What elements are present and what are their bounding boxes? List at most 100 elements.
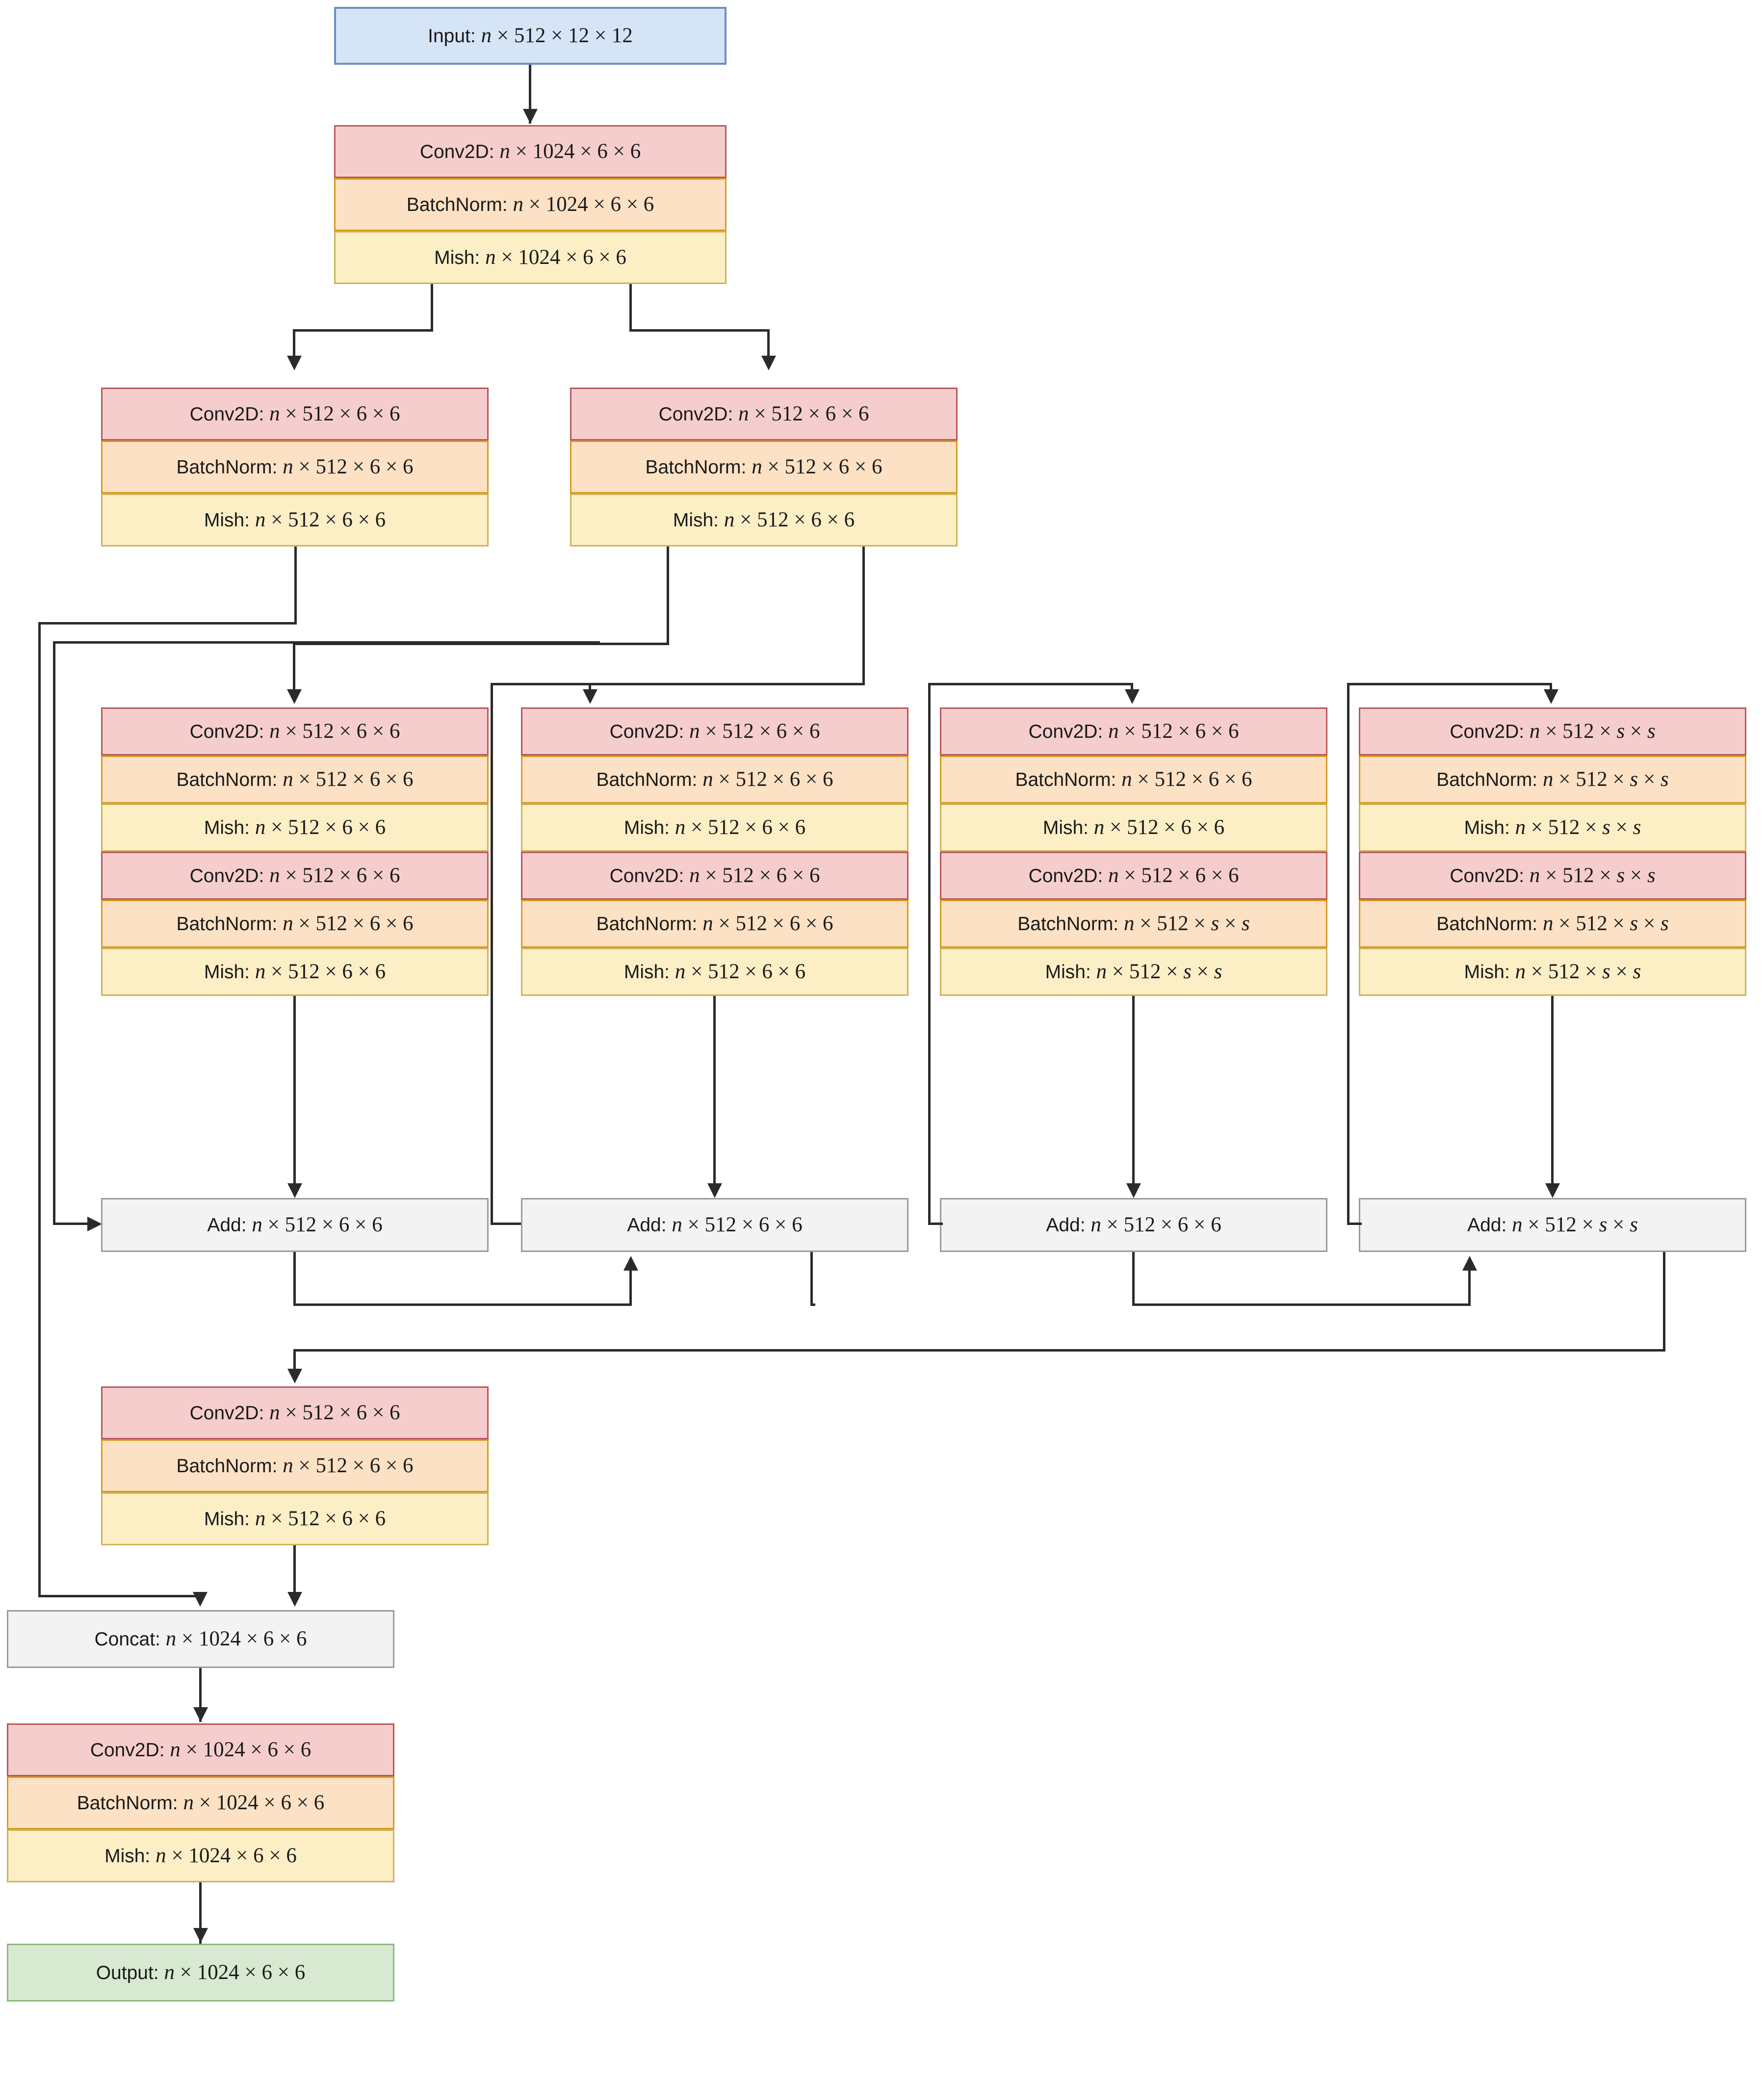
edge-concat-to-tail (199, 1668, 202, 1722)
node-label: Add: n × 512 × 6 × 6 (1046, 1213, 1221, 1237)
node-split-left-conv2d: Conv2D: n × 512 × 6 × 6 (101, 388, 489, 441)
node-label: Conv2D: n × 1024 × 6 × 6 (419, 140, 641, 163)
residual-block-3-add: Add: n × 512 × 6 × 6 (940, 1198, 1327, 1252)
edge-rb4-entry-in (1347, 1223, 1362, 1225)
node-tail-batchnorm: BatchNorm: n × 1024 × 6 × 6 (7, 1776, 394, 1829)
arrowhead (623, 1256, 638, 1271)
arrowhead (707, 1183, 722, 1198)
node-merge-conv2d: Conv2D: n × 512 × 6 × 6 (101, 1386, 489, 1439)
edge-rb3-entry-top (928, 683, 1132, 685)
edge-splitleft-to-concat-rail (38, 622, 41, 1597)
node-split-right-conv2d: Conv2D: n × 512 × 6 × 6 (570, 388, 958, 441)
arrowhead (193, 1928, 208, 1943)
node-label: Mish: n × 512 × 6 × 6 (204, 1507, 386, 1531)
edge-rb3-entry-drop (1131, 683, 1133, 693)
node-tail-conv2d: Conv2D: n × 1024 × 6 × 6 (7, 1723, 394, 1776)
edge-splitleft-to-concat-in (38, 1595, 200, 1597)
arrowhead (193, 1707, 208, 1722)
edge-splitleft-to-add1-in (53, 1223, 90, 1225)
node-label: Mish: n × 512 × 6 × 6 (623, 960, 806, 984)
residual-block-4-row-4: BatchNorm: n × 512 × s × s (1359, 900, 1746, 948)
edge-add4-to-merge-h (293, 1349, 1665, 1352)
node-label: Mish: n × 512 × 6 × 6 (204, 960, 386, 984)
node-split-right-batchnorm: BatchNorm: n × 512 × 6 × 6 (570, 441, 958, 494)
node-label: Conv2D: n × 512 × 6 × 6 (1028, 720, 1239, 743)
edge-stem-split-right-v (629, 284, 632, 329)
edge-add2-out-v (810, 1252, 813, 1306)
node-label: Add: n × 512 × 6 × 6 (207, 1213, 383, 1237)
edge-splitleft-to-add1-rail (53, 641, 55, 1225)
node-label: Conv2D: n × 512 × 6 × 6 (189, 720, 400, 743)
arrowhead (1545, 1183, 1560, 1198)
residual-block-3-row-2: Mish: n × 512 × 6 × 6 (940, 804, 1327, 852)
node-label: Add: n × 512 × s × s (1467, 1213, 1638, 1237)
arrowhead (287, 1592, 302, 1607)
edge-rb4-entry-rail (1347, 683, 1349, 1225)
residual-block-1-add: Add: n × 512 × 6 × 6 (101, 1198, 489, 1252)
node-label: BatchNorm: n × 512 × 6 × 6 (645, 455, 882, 479)
node-label: BatchNorm: n × 512 × 6 × 6 (1015, 768, 1252, 791)
edge-rb2-to-add2 (713, 996, 716, 1187)
residual-block-2-row-3: Conv2D: n × 512 × 6 × 6 (521, 852, 908, 900)
node-label: Conv2D: n × 512 × s × s (1450, 864, 1656, 887)
node-label: BatchNorm: n × 512 × 6 × 6 (596, 768, 833, 791)
node-label: Mish: n × 512 × 6 × 6 (204, 508, 386, 532)
edge-splitright-to-rb2-drop (589, 683, 591, 692)
residual-block-2-add: Add: n × 512 × 6 × 6 (521, 1198, 908, 1252)
residual-block-2-row-0: Conv2D: n × 512 × 6 × 6 (521, 707, 908, 755)
residual-block-1-row-0: Conv2D: n × 512 × 6 × 6 (101, 707, 489, 755)
node-label: Conv2D: n × 512 × 6 × 6 (609, 864, 820, 887)
edge-stem-split-left-v (431, 284, 433, 329)
node-label: BatchNorm: n × 512 × 6 × 6 (596, 912, 833, 936)
arrowhead (1544, 689, 1558, 704)
residual-block-4-row-5: Mish: n × 512 × s × s (1359, 948, 1746, 996)
residual-block-1-row-3: Conv2D: n × 512 × 6 × 6 (101, 852, 489, 900)
node-label: BatchNorm: n × 512 × 6 × 6 (176, 912, 414, 936)
edge-rb1-to-add1 (293, 996, 296, 1187)
node-split-right-mish: Mish: n × 512 × 6 × 6 (570, 494, 958, 547)
node-stem-mish: Mish: n × 1024 × 6 × 6 (334, 231, 726, 284)
edge-add4-to-merge-drop (293, 1349, 296, 1373)
edge-stem-split-left-drop (293, 329, 295, 359)
node-label: Mish: n × 1024 × 6 × 6 (434, 246, 626, 269)
residual-block-3-row-5: Mish: n × 512 × s × s (940, 948, 1327, 996)
residual-block-4-add: Add: n × 512 × s × s (1359, 1198, 1746, 1252)
arrowhead (87, 1217, 102, 1231)
edge-splitright-to-rb2-h (589, 683, 865, 685)
edge-rb2-skip-rail (491, 683, 493, 1225)
edge-rb3-entry-in (928, 1223, 943, 1225)
node-label: Conv2D: n × 512 × 6 × 6 (189, 402, 400, 426)
node-label: Input: n × 512 × 12 × 12 (428, 24, 633, 48)
node-label: Mish: n × 512 × s × s (1045, 960, 1222, 984)
node-label: Conv2D: n × 512 × 6 × 6 (189, 864, 400, 887)
node-label: Mish: n × 512 × 6 × 6 (623, 816, 806, 839)
edge-add3-out-v (1132, 1252, 1135, 1306)
node-label: BatchNorm: n × 1024 × 6 × 6 (406, 193, 654, 216)
edge-stem-split-right-drop (767, 329, 770, 359)
edge-rb3-entry-rail (928, 683, 931, 1225)
residual-block-3-row-1: BatchNorm: n × 512 × 6 × 6 (940, 755, 1327, 804)
edge-add1-to-add2-h (293, 1303, 632, 1306)
edge-splitright-to-rb1-drop (293, 643, 295, 692)
edge-add3-to-add4-up (1468, 1271, 1471, 1305)
edge-rb4-entry-top (1347, 683, 1551, 685)
edge-splitright-to-rb1-h (293, 643, 669, 645)
edge-rb2-skip-in (491, 1223, 521, 1225)
edge-input-to-stem (529, 65, 531, 124)
arrowhead (1126, 1183, 1141, 1198)
node-stem-batchnorm: BatchNorm: n × 1024 × 6 × 6 (334, 178, 726, 231)
edge-splitleft-to-concat-v1 (294, 547, 297, 624)
residual-block-2-row-5: Mish: n × 512 × 6 × 6 (521, 948, 908, 996)
node-tail-mish: Mish: n × 1024 × 6 × 6 (7, 1829, 394, 1882)
node-input: Input: n × 512 × 12 × 12 (334, 7, 726, 65)
node-merge-mish: Mish: n × 512 × 6 × 6 (101, 1492, 489, 1545)
node-split-left-mish: Mish: n × 512 × 6 × 6 (101, 494, 489, 547)
node-label: BatchNorm: n × 1024 × 6 × 6 (77, 1791, 325, 1815)
residual-block-1-row-4: BatchNorm: n × 512 × 6 × 6 (101, 900, 489, 948)
edge-add2-out-h (810, 1303, 815, 1306)
arrowhead (193, 1592, 208, 1607)
node-label: BatchNorm: n × 512 × s × s (1017, 912, 1250, 936)
node-label: Conv2D: n × 512 × 6 × 6 (1028, 864, 1239, 887)
node-merge-batchnorm: BatchNorm: n × 512 × 6 × 6 (101, 1439, 489, 1492)
